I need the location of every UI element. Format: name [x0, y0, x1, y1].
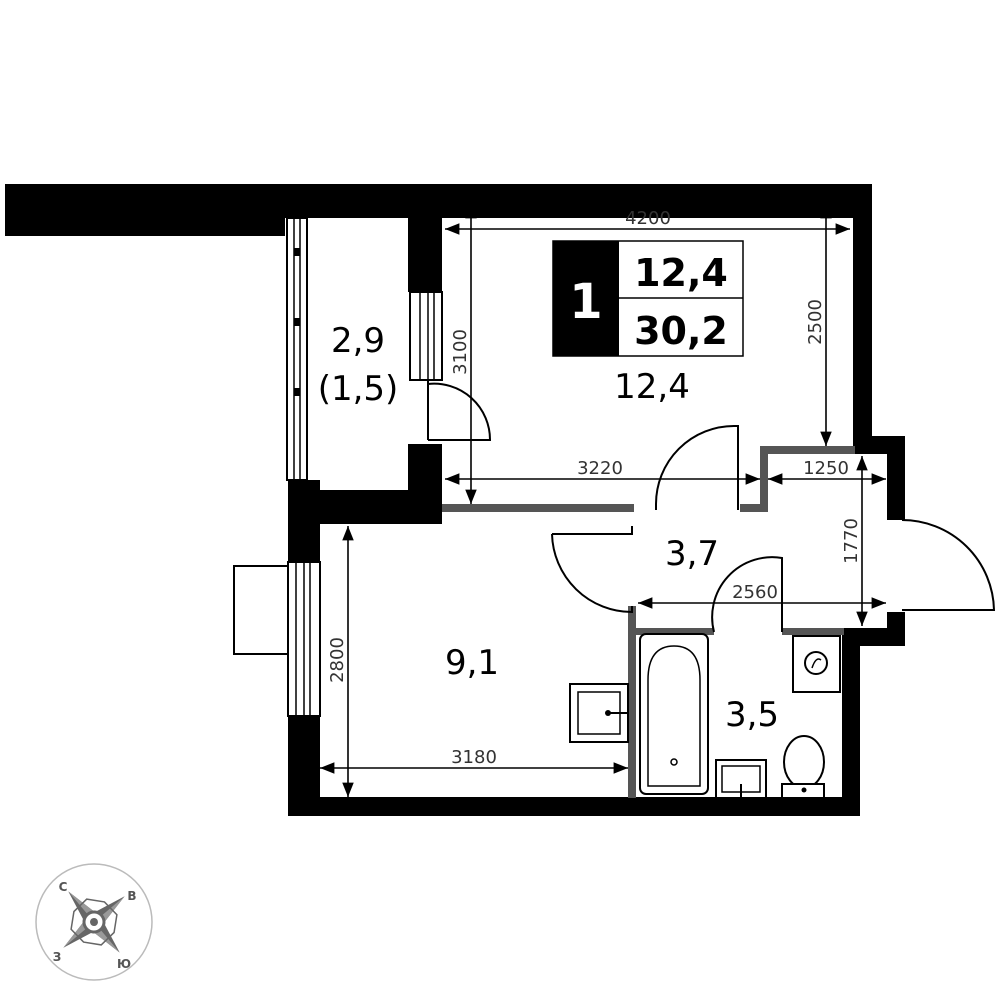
apartment-badge: 1 12,4 30,2	[552, 240, 744, 357]
area-hall: 3,7	[665, 534, 719, 574]
room-areas: 2,9 (1,5) 12,4 3,7 9,1 3,5	[318, 321, 779, 735]
bathtub	[639, 633, 709, 795]
kitchen-window	[233, 561, 321, 717]
bathroom-sink	[715, 759, 767, 799]
area-kitchen: 9,1	[445, 643, 499, 683]
walls	[5, 184, 905, 816]
dim-hall-right-width: 1250	[803, 458, 849, 479]
dimension-labels: 4200 3100 2500 3220 1250 1770 2560 2800 …	[327, 208, 862, 768]
compass-north: С	[59, 880, 68, 894]
dim-living-bottom: 3220	[577, 458, 623, 479]
compass-south: Ю	[117, 957, 131, 971]
compass: С В З Ю	[35, 863, 153, 981]
fixtures	[569, 633, 841, 799]
compass-rose-icon	[63, 891, 125, 953]
toilet	[781, 735, 825, 799]
dim-living-depth-right: 2500	[805, 299, 826, 345]
area-balcony: 2,9	[331, 321, 385, 361]
dim-living-width: 4200	[625, 208, 671, 229]
kitchen-sink	[569, 683, 629, 743]
dim-kitchen-height: 2800	[327, 637, 348, 683]
badge-total-area: 30,2	[634, 309, 728, 353]
washing-machine	[792, 635, 841, 693]
area-bathroom: 3,5	[725, 695, 779, 735]
dim-hall-width: 2560	[732, 582, 778, 603]
dim-kitchen-width: 3180	[451, 747, 497, 768]
compass-east: В	[127, 889, 136, 903]
area-living: 12,4	[614, 367, 690, 407]
area-balcony-reduced: (1,5)	[318, 369, 399, 409]
badge-room-count: 1	[569, 274, 602, 330]
badge-living-area: 12,4	[634, 251, 728, 295]
balcony-glazing	[286, 217, 308, 481]
dimension-lines	[320, 204, 886, 797]
partitions	[442, 446, 855, 798]
dim-living-depth-left: 3100	[450, 329, 471, 375]
dim-hall-right-height: 1770	[841, 518, 862, 564]
compass-west: З	[53, 950, 62, 964]
living-window	[409, 291, 443, 381]
